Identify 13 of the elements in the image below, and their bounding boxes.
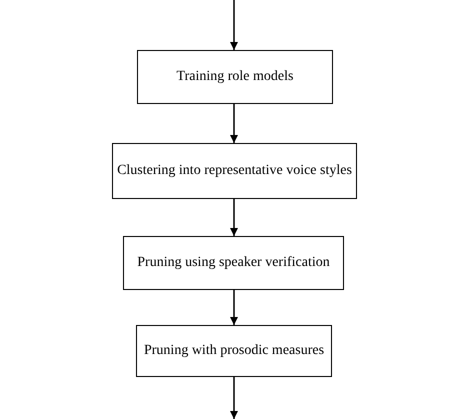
arrow — [230, 377, 238, 419]
arrow — [230, 199, 238, 236]
process-box — [137, 50, 333, 104]
box-label: Pruning with prosodic measures — [144, 343, 324, 359]
box-label: Pruning using speaker verification — [137, 255, 330, 271]
process-box — [123, 236, 344, 290]
process-box — [136, 325, 332, 377]
box-label: Clustering into representative voice styles — [117, 163, 352, 179]
box-label: Training role models — [176, 69, 294, 85]
arrow — [230, 0, 238, 50]
arrow — [230, 104, 238, 143]
arrow — [230, 290, 238, 325]
process-box — [112, 143, 357, 199]
